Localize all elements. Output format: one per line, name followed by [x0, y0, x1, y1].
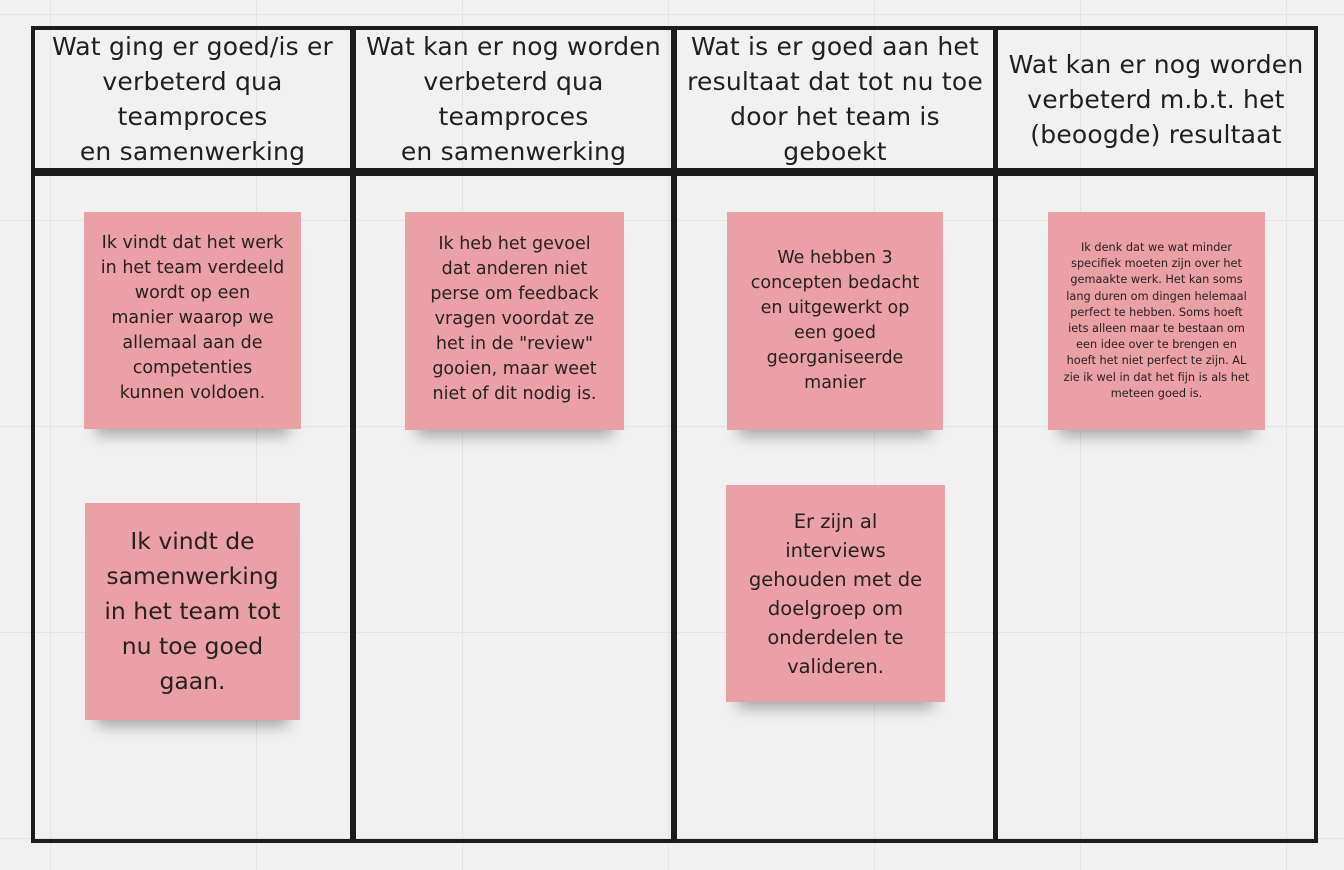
column-header-2-text: Wat kan er nog worden verbeterd qua team… [366, 32, 661, 166]
sticky-note[interactable]: Ik heb het gevoel dat anderen niet perse… [405, 212, 624, 430]
column-header-2[interactable]: Wat kan er nog worden verbeterd qua team… [352, 26, 675, 172]
column-header-4-text: Wat kan er nog worden verbeterd m.b.t. h… [1008, 49, 1304, 149]
column-header-1[interactable]: Wat ging er goed/is er verbeterd qua tea… [31, 26, 354, 172]
column-header-1-text: Wat ging er goed/is er verbeterd qua tea… [51, 32, 334, 166]
sticky-note-text: Ik denk dat we wat minder specifiek moet… [1063, 240, 1250, 400]
sticky-note[interactable]: Ik vindt de samenwerking in het team tot… [85, 503, 300, 720]
sticky-note[interactable]: We hebben 3 concepten bedacht en uitgewe… [727, 212, 943, 430]
sticky-note[interactable]: Ik denk dat we wat minder specifiek moet… [1048, 212, 1265, 430]
column-header-4[interactable]: Wat kan er nog worden verbeterd m.b.t. h… [994, 26, 1318, 172]
column-body-4[interactable] [994, 172, 1318, 843]
column-header-3[interactable]: Wat is er goed aan het resultaat dat tot… [673, 26, 997, 172]
sticky-note-text: Ik heb het gevoel dat anderen niet perse… [430, 233, 599, 404]
sticky-note[interactable]: Er zijn al interviews gehouden met de do… [726, 485, 945, 702]
sticky-note-text: Ik vindt dat het werk in het team verdee… [100, 233, 285, 403]
sticky-note-text: Er zijn al interviews gehouden met de do… [748, 509, 923, 678]
sticky-note-text: We hebben 3 concepten bedacht en uitgewe… [750, 248, 920, 393]
column-header-3-text: Wat is er goed aan het resultaat dat tot… [687, 32, 983, 166]
sticky-note-text: Ik vindt de samenwerking in het team tot… [104, 527, 281, 695]
sticky-note[interactable]: Ik vindt dat het werk in het team verdee… [84, 212, 301, 429]
